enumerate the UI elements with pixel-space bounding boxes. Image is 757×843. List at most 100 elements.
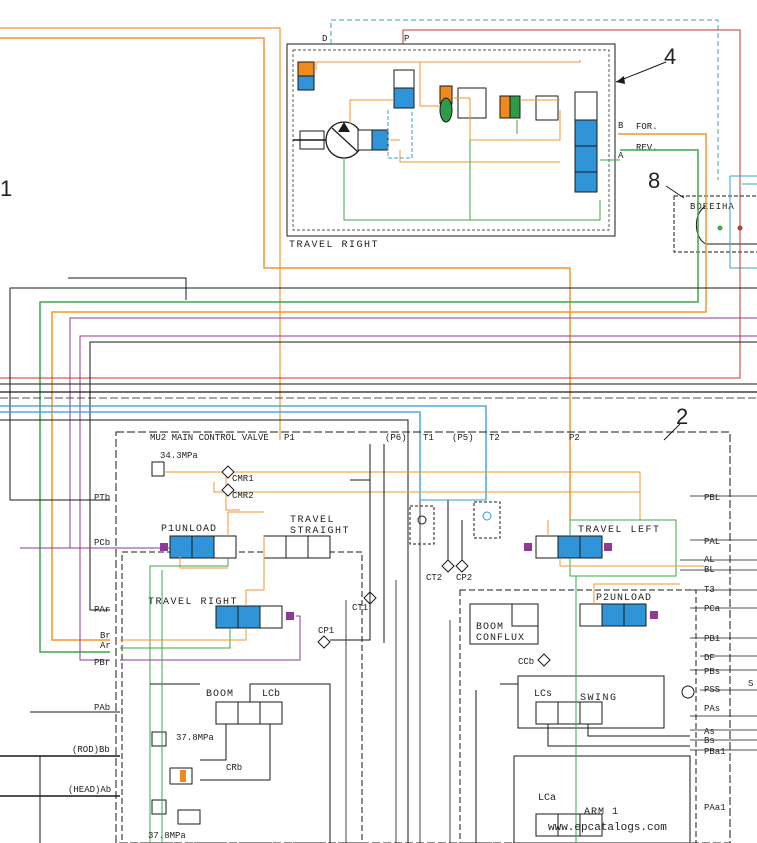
- mcv-t2: T2: [489, 433, 500, 443]
- cmr2-check: [221, 483, 235, 497]
- callout-4: 4: [664, 44, 676, 69]
- direction-blue-3: [574, 171, 598, 193]
- ccb-label: CCb: [518, 657, 534, 667]
- port-pas: PAs: [704, 704, 720, 714]
- ct-lines-black: [330, 444, 463, 643]
- p1unload-spool-w: [213, 535, 237, 559]
- p2unload-spool-b1: [601, 603, 625, 627]
- t2-check-ball: [482, 511, 492, 521]
- port-pbs: PBs: [704, 667, 720, 677]
- callout-4-arrow: [616, 76, 625, 84]
- line-red-1: [0, 200, 741, 379]
- lca-label: LCa: [538, 793, 556, 804]
- crb-label: CRb: [226, 763, 242, 773]
- travel-left-spool-b2: [579, 535, 603, 559]
- main-relief: [151, 461, 165, 477]
- p1unload-spool-l: [169, 535, 193, 559]
- line-black-left-col: [30, 711, 120, 843]
- p2unload-label: P2UNLOAD: [596, 593, 652, 604]
- swivel-ports: BDEEIHA: [690, 202, 735, 212]
- head-relief: [151, 799, 167, 815]
- switch-green: [509, 95, 521, 119]
- swivel-cyan: [729, 175, 757, 269]
- travel-right-pilot: [286, 612, 294, 620]
- motor-line-green: [343, 120, 620, 221]
- line-purple-2: [79, 335, 757, 661]
- port-pcb: PCb: [94, 538, 110, 548]
- mcv-p1: P1: [284, 433, 295, 443]
- swivel-joint: BDEEIHA: [673, 175, 757, 269]
- boom-conflux-spool: [511, 603, 539, 627]
- port-ar: Ar: [100, 641, 111, 651]
- travel-left-label: TRAVEL LEFT: [578, 525, 661, 536]
- travel-left-pilot-r: [604, 543, 612, 551]
- crb-valve-orange: [180, 770, 186, 782]
- travel-left-spool-b1: [557, 535, 581, 559]
- port-df: DF: [704, 653, 715, 663]
- motor-line-orange: [315, 60, 581, 163]
- right-port-lines: [680, 495, 757, 751]
- travel-left-spool-w: [535, 535, 559, 559]
- callout-2: 2: [676, 404, 688, 429]
- line-orange-3: [51, 133, 707, 641]
- line-green-1: [39, 149, 699, 653]
- travel-right-lines-orange-2: [120, 628, 247, 641]
- pilot-line-red: [402, 29, 741, 200]
- arm1-spool-3: [579, 813, 603, 837]
- watermark: www.epcatalogs.com: [548, 822, 667, 834]
- t1-check-box: [409, 505, 435, 545]
- port-bb: (ROD)Bb: [72, 745, 110, 755]
- travel-straight-l1: TRAVEL: [290, 515, 335, 526]
- port-as: As: [704, 727, 715, 737]
- travel-motor-group: D P B A FOR. REV. TRAVEL RIGHT: [286, 19, 741, 251]
- travel-right-lines-green: [120, 558, 231, 843]
- t1-check-ball: [417, 515, 427, 525]
- swivel-dot-green: [717, 225, 723, 231]
- boom-conflux-l2: CONFLUX: [476, 633, 525, 644]
- mcv-p5: (P5): [452, 433, 474, 443]
- direction-blue-1: [574, 119, 598, 147]
- swing-check: [681, 685, 695, 699]
- mcv-title: MU2 MAIN CONTROL VALVE: [150, 433, 269, 443]
- travel-right-label: TRAVEL RIGHT: [289, 240, 379, 251]
- port-pab: PAb: [94, 703, 110, 713]
- cp2-label: CP2: [456, 573, 472, 583]
- valve-vertical-black: [345, 500, 451, 843]
- swivel-box: [673, 195, 757, 253]
- port-b: B: [618, 121, 624, 131]
- direction-blue-2: [574, 145, 598, 173]
- port-s: S: [748, 679, 753, 689]
- p2unload-spool-b2: [623, 603, 647, 627]
- cmr2-label: CMR2: [232, 491, 254, 501]
- lcs-label: LCs: [534, 689, 552, 700]
- for-label: FOR.: [636, 122, 658, 132]
- travel-left-pilot-l: [524, 543, 532, 551]
- boom-spool-1: [215, 701, 239, 725]
- brake-valve-orange: [297, 61, 315, 77]
- brake-valve-blue: [297, 75, 315, 91]
- travel-left-lines-orange: [547, 520, 704, 567]
- travel-right-spool-w: [259, 605, 283, 629]
- line-blue-1: [0, 405, 487, 500]
- p2unload-pilot: [650, 611, 658, 619]
- cp1-label: CP1: [318, 626, 334, 636]
- line-black-7: [0, 419, 409, 843]
- counterbalance-white: [393, 69, 415, 89]
- ct2-check: [441, 559, 455, 573]
- swivel-curve: [695, 205, 757, 245]
- parking-valve-blue: [371, 129, 389, 151]
- rod-relief: [151, 731, 167, 747]
- swing-label: SWING: [580, 693, 618, 704]
- travel-straight-spool-1: [263, 535, 287, 559]
- mcv-t1: T1: [423, 433, 434, 443]
- ct2-label: CT2: [426, 573, 442, 583]
- port-pca: PCa: [704, 604, 721, 614]
- line-orange-1: [0, 37, 571, 520]
- port-pal: PAL: [704, 537, 720, 547]
- port-ptb: PTb: [94, 493, 110, 503]
- head-relief-2: [177, 809, 201, 825]
- motor-line-cyan: [387, 110, 413, 159]
- right-section-dash: [459, 589, 697, 843]
- swing-spool-3: [579, 701, 603, 725]
- head-relief-label: 37.8MPa: [148, 831, 186, 841]
